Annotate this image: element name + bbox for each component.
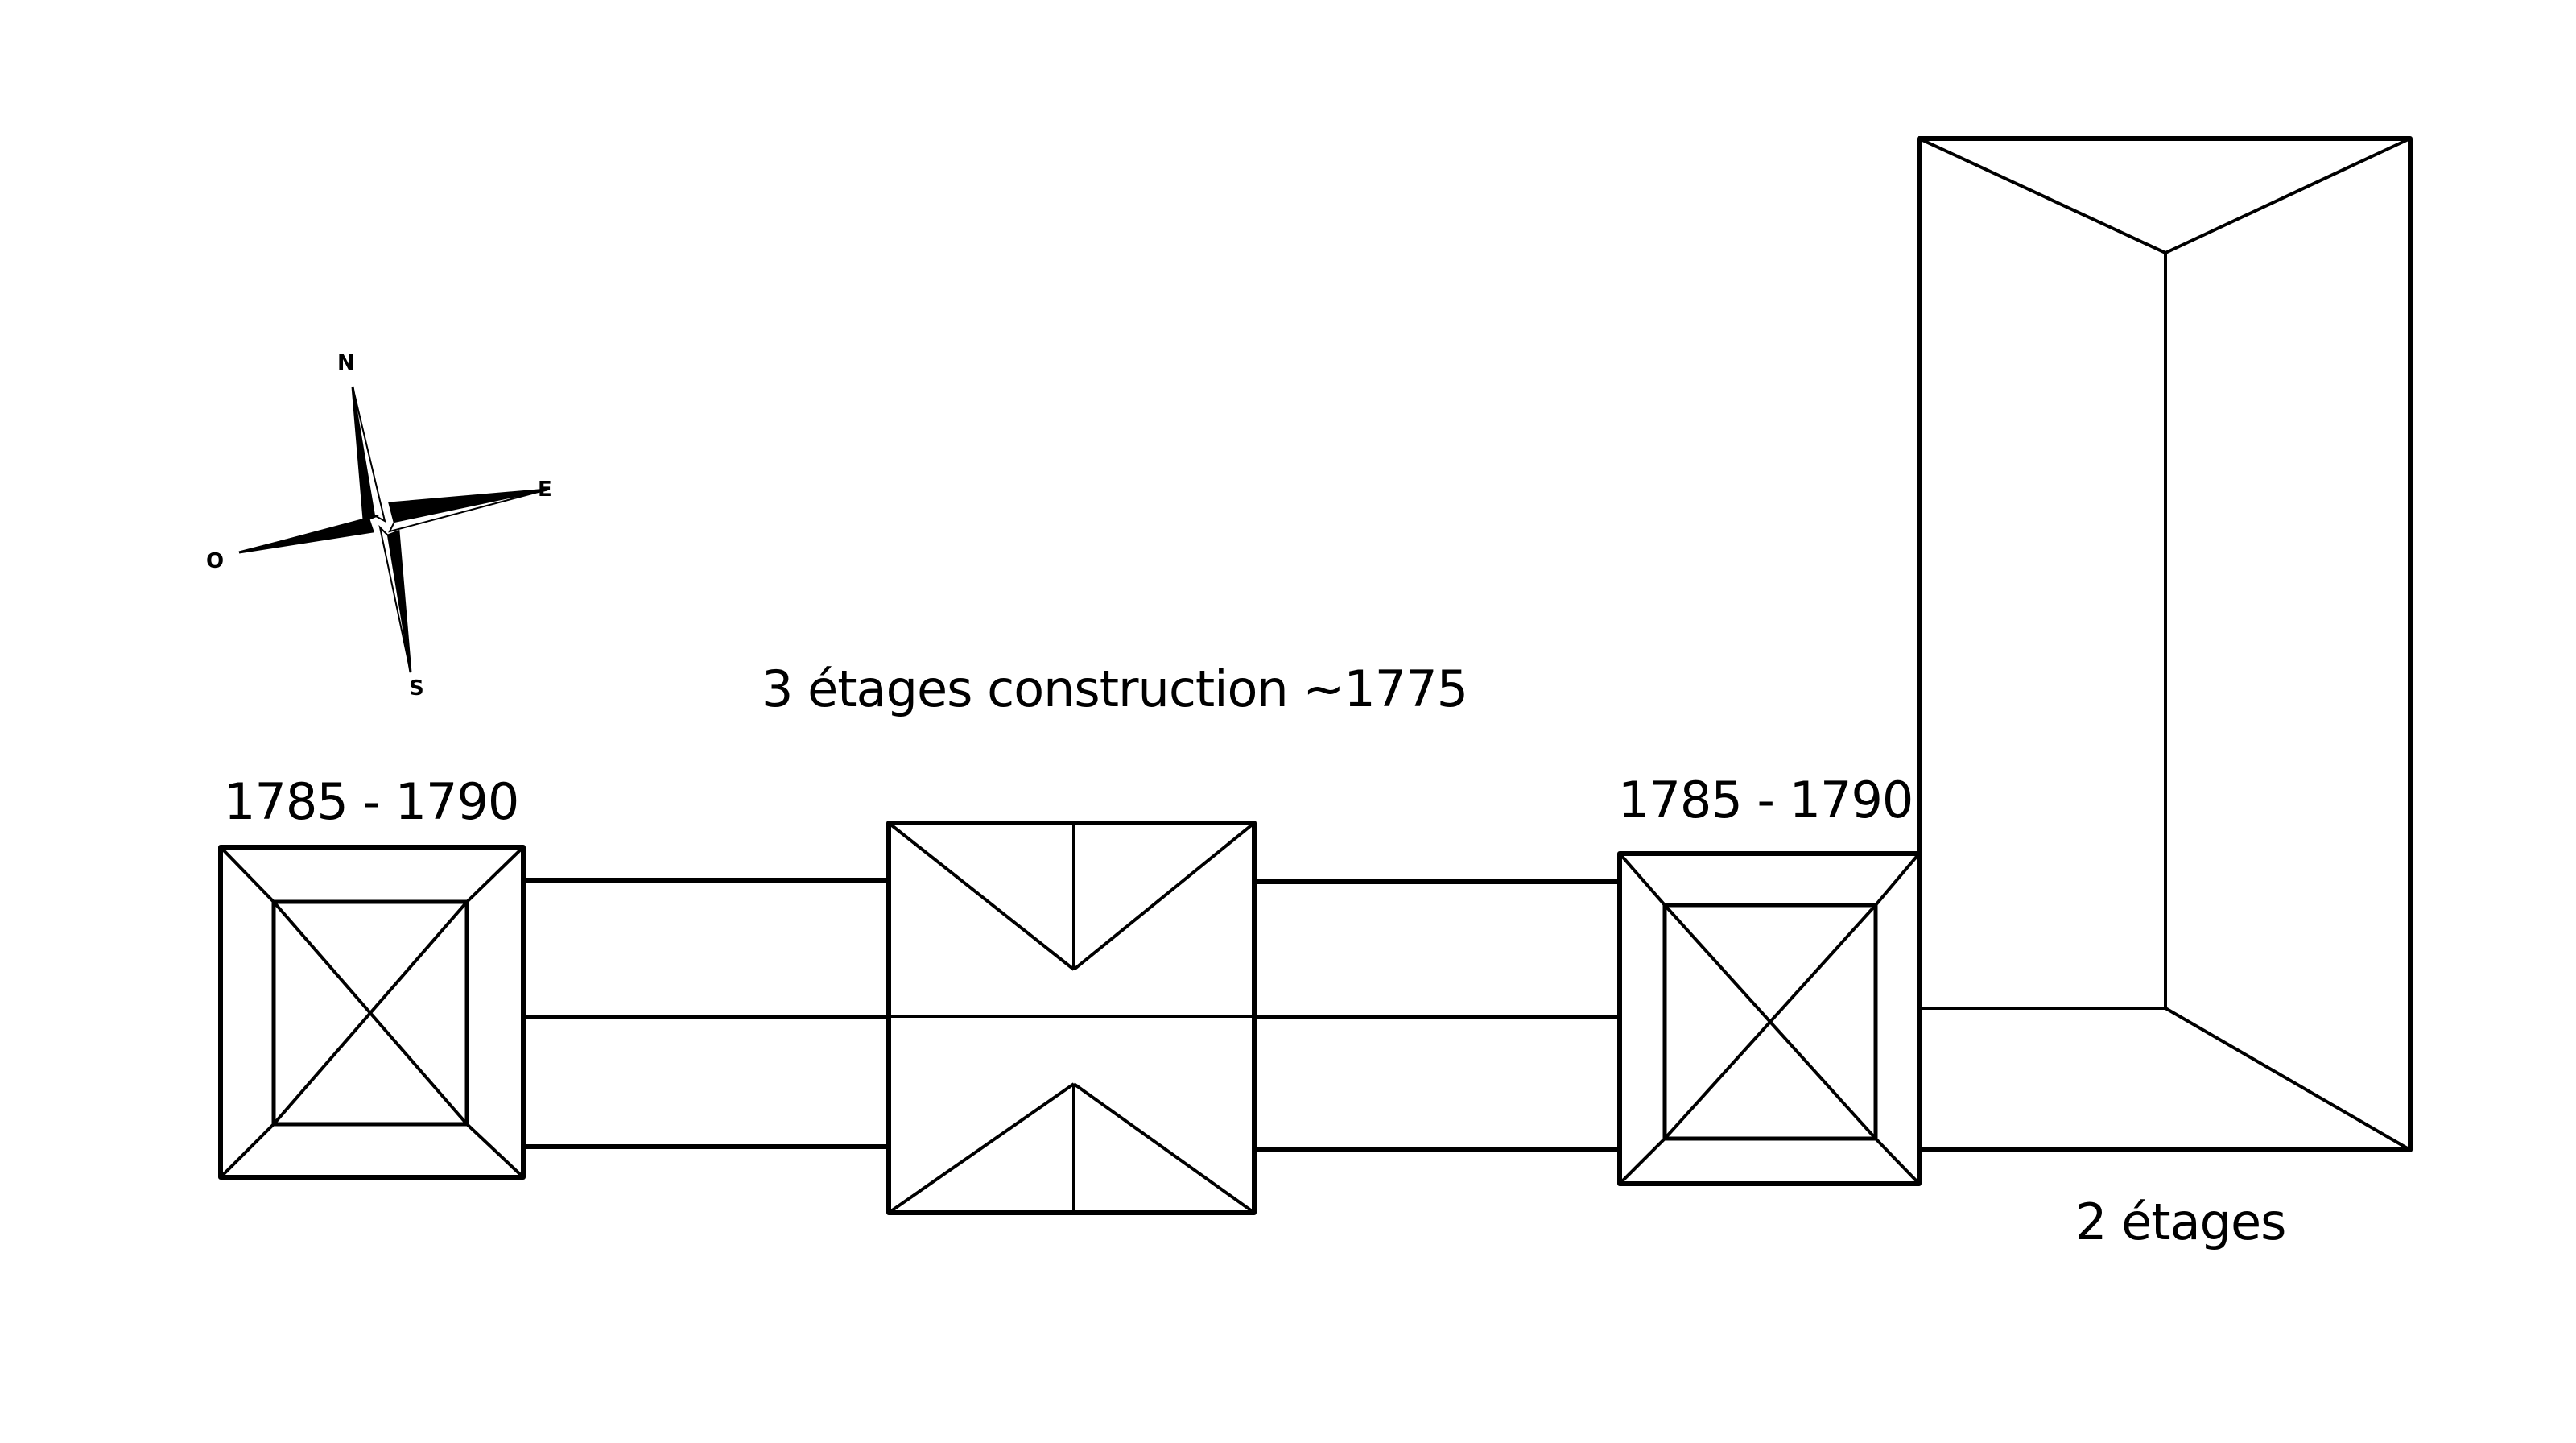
- right-pavilion: [1617, 851, 1922, 1186]
- east-wing-label: 2 étages: [2075, 1193, 2286, 1251]
- compass-rose-icon: [238, 386, 548, 673]
- right-connector: [1254, 879, 1620, 1152]
- right-pavilion-date-label: 1785 - 1790: [1618, 771, 1913, 829]
- east-wing: [1917, 136, 2413, 1152]
- compass-south-label: S: [409, 676, 424, 701]
- compass-north-label: N: [337, 351, 355, 375]
- compass-east-label: E: [538, 478, 552, 502]
- compass-west-label: O: [206, 549, 225, 573]
- left-pavilion: [218, 845, 526, 1180]
- left-pavilion-date-label: 1785 - 1790: [224, 772, 519, 831]
- left-connector: [523, 878, 889, 1149]
- center-block-label: 3 étages construction ~1775: [762, 659, 1468, 718]
- center-block: [886, 821, 1257, 1215]
